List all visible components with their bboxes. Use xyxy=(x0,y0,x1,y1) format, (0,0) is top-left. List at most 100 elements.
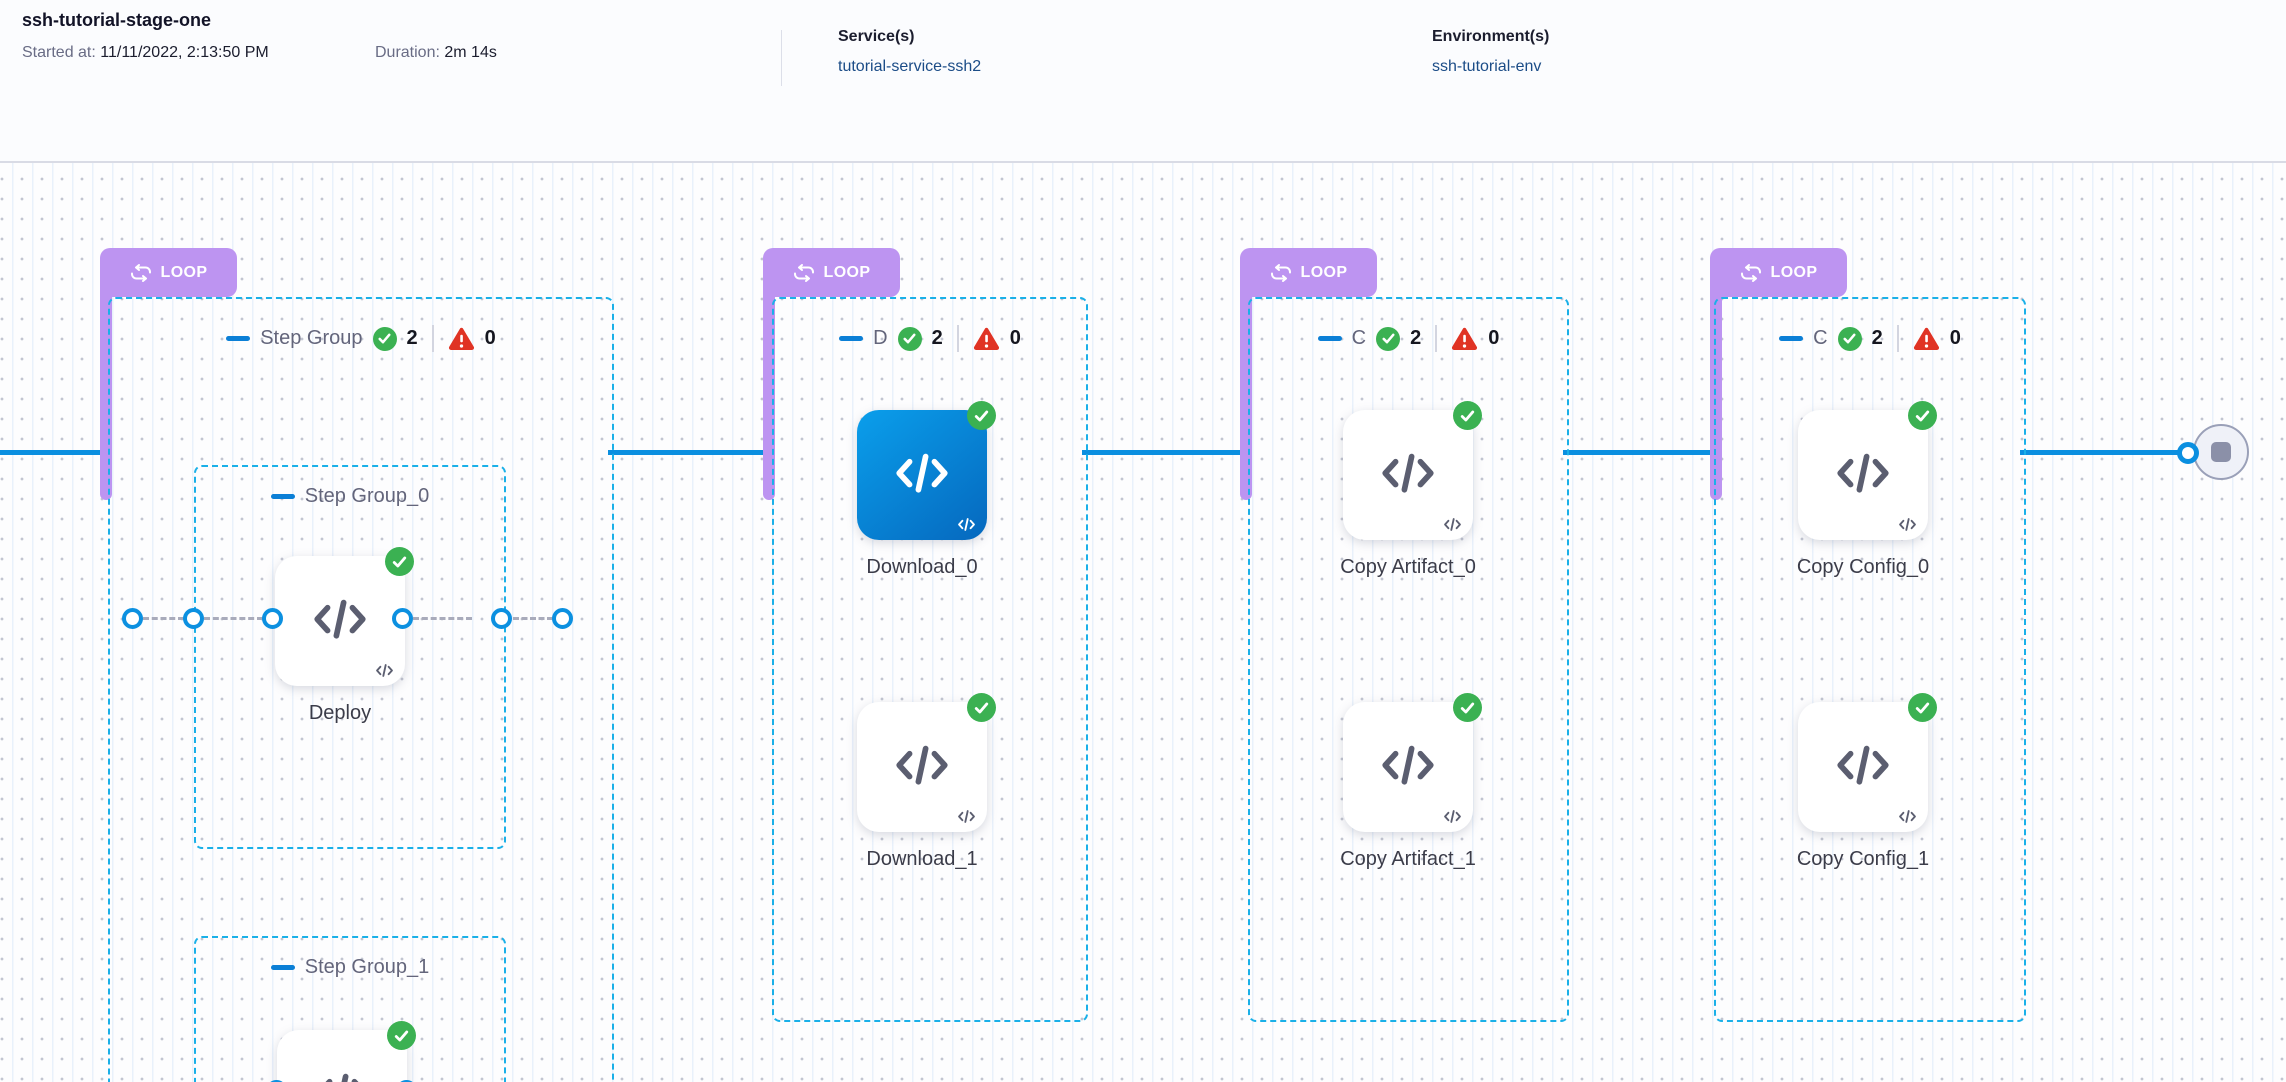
service-link[interactable]: tutorial-service-ssh2 xyxy=(838,58,982,75)
dashed-connector xyxy=(513,617,553,620)
step-node-download-0[interactable]: Download_0 xyxy=(857,401,996,578)
duration: Duration: 2m 14s xyxy=(375,44,497,62)
connector-port xyxy=(392,608,413,629)
stop-square-icon xyxy=(2211,442,2231,462)
code-chevrons-icon xyxy=(1443,517,1462,532)
minus-icon[interactable] xyxy=(1317,336,1342,341)
minus-icon[interactable] xyxy=(226,336,251,341)
step-group-0-node[interactable]: Step Group_0 Deploy xyxy=(194,465,506,849)
stage-summary-header: ssh-tutorial-stage-one Started at: 11/11… xyxy=(0,0,2286,163)
failed-count: 0 xyxy=(1488,327,1500,349)
check-circle-icon xyxy=(1453,401,1482,430)
environment-link[interactable]: ssh-tutorial-env xyxy=(1432,58,1542,75)
step-card[interactable] xyxy=(1343,693,1482,832)
group-header: Step Group_0 xyxy=(196,485,504,508)
step-node-deploy[interactable]: Deploy xyxy=(275,547,414,724)
copy-config-group-node[interactable]: C 2 0 Copy Config_0 Copy Config_1 xyxy=(1714,297,2026,1022)
loop-badge: LOOP xyxy=(763,248,900,297)
duration-label: Duration: xyxy=(375,44,440,61)
pipeline-graph-canvas[interactable]: LOOP Step Group 2 0 Step Group_0 xyxy=(0,163,2286,1082)
code-chevrons-icon xyxy=(1379,450,1437,496)
success-count: 2 xyxy=(1871,327,1883,349)
services-label: Service(s) xyxy=(838,28,915,45)
check-circle-icon xyxy=(897,326,922,351)
execution-line xyxy=(2020,450,2188,455)
connector-port xyxy=(262,608,283,629)
step-card[interactable] xyxy=(277,1021,416,1082)
loop-badge-label: LOOP xyxy=(1770,263,1818,281)
code-chevrons-icon xyxy=(957,517,976,532)
check-circle-icon xyxy=(1837,326,1862,351)
loop-badge-label: LOOP xyxy=(823,263,871,281)
execution-line xyxy=(608,450,766,455)
step-node-copy-config-0[interactable]: Copy Config_0 xyxy=(1797,401,1937,578)
cycle-arrows-icon xyxy=(793,264,815,282)
step-group-1-node[interactable]: Step Group_1 xyxy=(194,936,506,1082)
warning-triangle-icon xyxy=(1451,327,1478,351)
step-label: Download_1 xyxy=(866,848,978,870)
group-header: Step Group 2 0 xyxy=(110,325,612,352)
warning-triangle-icon xyxy=(448,327,475,351)
count-divider xyxy=(1435,325,1438,352)
success-count: 2 xyxy=(406,327,418,349)
group-label: C xyxy=(1813,327,1828,349)
step-node-copy-artifact-1[interactable]: Copy Artifact_1 xyxy=(1340,693,1482,870)
check-circle-icon xyxy=(967,401,996,430)
started-at-value: 11/11/2022, 2:13:50 PM xyxy=(100,44,269,61)
step-label: Copy Config_0 xyxy=(1796,556,1930,578)
group-label: Step Group_0 xyxy=(304,485,430,507)
header-divider xyxy=(781,30,782,86)
code-chevrons-icon xyxy=(375,663,394,678)
loop-badge-label: LOOP xyxy=(1300,263,1348,281)
download-group-node[interactable]: D 2 0 Download_0 Download_1 xyxy=(772,297,1088,1022)
execution-line xyxy=(0,450,110,455)
started-at: Started at: 11/11/2022, 2:13:50 PM xyxy=(22,44,269,62)
step-card[interactable] xyxy=(1343,401,1482,540)
stage-title: ssh-tutorial-stage-one xyxy=(22,10,212,30)
step-card[interactable] xyxy=(857,693,996,832)
check-circle-icon xyxy=(372,326,397,351)
step-card[interactable] xyxy=(1798,693,1937,832)
loop-badge: LOOP xyxy=(1710,248,1847,297)
minus-icon[interactable] xyxy=(839,336,864,341)
minus-icon[interactable] xyxy=(270,494,295,499)
loop-strip xyxy=(1710,278,1722,500)
group-label: Step Group_1 xyxy=(304,956,430,978)
connector-port xyxy=(552,608,573,629)
step-card[interactable] xyxy=(857,401,996,540)
step-node-copy-config-1[interactable]: Copy Config_1 xyxy=(1797,693,1937,870)
loop-badge-label: LOOP xyxy=(160,263,208,281)
execution-line xyxy=(1563,450,1713,455)
check-circle-icon xyxy=(1453,693,1482,722)
code-chevrons-icon xyxy=(1379,742,1437,788)
connector-port xyxy=(183,608,204,629)
minus-icon[interactable] xyxy=(270,965,295,970)
success-count: 2 xyxy=(931,327,943,349)
group-header: C 2 0 xyxy=(1250,325,1567,352)
failed-count: 0 xyxy=(1949,327,1961,349)
check-circle-icon xyxy=(1908,693,1937,722)
step-card[interactable] xyxy=(1798,401,1937,540)
step-card[interactable] xyxy=(275,547,414,686)
count-divider xyxy=(1896,325,1899,352)
warning-triangle-icon xyxy=(1913,327,1940,351)
check-circle-icon xyxy=(385,547,414,576)
code-chevrons-icon xyxy=(893,742,951,788)
copy-artifact-group-node[interactable]: C 2 0 Copy Artifact_0 Copy Artifact_1 xyxy=(1248,297,1569,1022)
execution-line xyxy=(1082,450,1242,455)
step-group-node[interactable]: Step Group 2 0 Step Group_0 xyxy=(108,297,614,1082)
step-node-copy-artifact-0[interactable]: Copy Artifact_0 xyxy=(1340,401,1482,578)
dashed-connector xyxy=(143,617,184,620)
code-chevrons-icon xyxy=(1834,742,1892,788)
stage-end-node[interactable] xyxy=(2193,424,2249,480)
check-circle-icon xyxy=(387,1021,416,1050)
success-count: 2 xyxy=(1410,327,1422,349)
group-header: D 2 0 xyxy=(774,325,1086,352)
count-divider xyxy=(431,325,434,352)
code-chevrons-icon xyxy=(957,809,976,824)
group-header: Step Group_1 xyxy=(196,956,504,979)
check-circle-icon xyxy=(1376,326,1401,351)
step-node-download-1[interactable]: Download_1 xyxy=(857,693,996,870)
code-chevrons-icon xyxy=(1898,809,1917,824)
minus-icon[interactable] xyxy=(1779,336,1804,341)
